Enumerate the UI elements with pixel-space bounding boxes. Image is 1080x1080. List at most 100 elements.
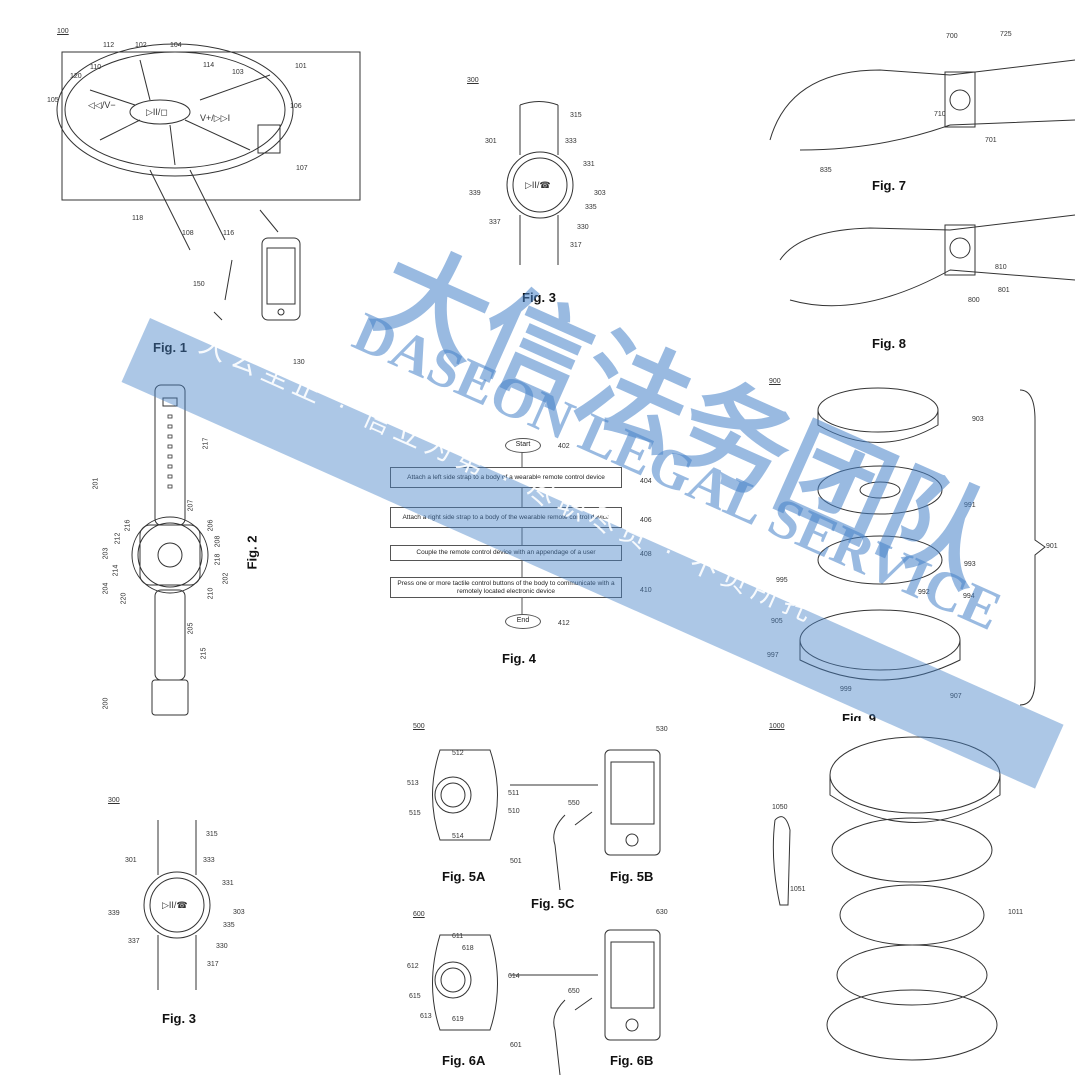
ref-label: 530 <box>656 726 668 733</box>
ref-label: 997 <box>767 652 779 659</box>
ref-label: 118 <box>132 215 144 222</box>
ref-label: 301 <box>485 138 497 145</box>
ref-label: 725 <box>1000 31 1012 38</box>
ref-label: 700 <box>946 33 958 40</box>
fig3-bottom-drawing <box>143 820 211 990</box>
ref-label: 106 <box>290 103 302 110</box>
ref-label: 201 <box>92 477 100 490</box>
ref-label: 905 <box>771 618 783 625</box>
ref-label: 105 <box>47 97 59 104</box>
ref-label: 208 <box>214 535 222 548</box>
ref-label: 303 <box>233 909 245 916</box>
ref-label: 108 <box>182 230 194 237</box>
fig2-ref: 200 <box>102 697 110 710</box>
fig1-caption: Fig. 1 <box>153 340 187 355</box>
play-call-label: ▷II/☎ <box>525 180 551 190</box>
fig5-fig6-drawings <box>432 749 661 1076</box>
ref-label: 331 <box>583 161 595 168</box>
fig5b-caption: Fig. 5B <box>610 869 654 884</box>
ref-label: 333 <box>565 138 577 145</box>
ref-label: 1050 <box>772 804 788 811</box>
ref-label: 130 <box>293 359 305 366</box>
ref-label: 339 <box>469 190 481 197</box>
fig6-ref: 600 <box>413 911 425 918</box>
fig1-ref: 100 <box>57 28 69 35</box>
flow-step: Couple the remote control device with an… <box>390 545 622 561</box>
fig3b-ref: 300 <box>108 797 120 804</box>
ref-label: 410 <box>640 587 652 594</box>
ref-label: 993 <box>964 561 976 568</box>
next-volume-button: V+/▷▷I <box>200 113 231 123</box>
ref-label: 101 <box>295 63 307 70</box>
ref-label: 615 <box>409 993 421 1000</box>
ref-label: 510 <box>508 808 520 815</box>
ref-label: 339 <box>108 910 120 917</box>
fig6b-caption: Fig. 6B <box>610 1053 654 1068</box>
ref-label: 999 <box>840 686 852 693</box>
ref-label: 612 <box>407 963 419 970</box>
ref-label: 303 <box>594 190 606 197</box>
ref-label: 335 <box>585 204 597 211</box>
prev-volume-button: ◁◁/V− <box>88 100 116 110</box>
ref-label: 333 <box>203 857 215 864</box>
ref-label: 331 <box>222 880 234 887</box>
ref-label: 514 <box>452 833 464 840</box>
fig3-caption: Fig. 3 <box>522 290 556 305</box>
ref-label: 511 <box>508 790 520 797</box>
ref-label: 614 <box>508 973 520 980</box>
fig7-caption: Fig. 7 <box>872 178 906 193</box>
play-pause-button: ▷II/◻ <box>146 107 168 117</box>
ref-label: 220 <box>120 592 128 605</box>
ref-label: 315 <box>570 112 582 119</box>
ref-label: 550 <box>568 800 580 807</box>
ref-label: 204 <box>102 582 110 595</box>
fig4-caption: Fig. 4 <box>502 651 536 666</box>
ref-label: 104 <box>170 42 182 49</box>
ref-label: 120 <box>70 73 82 80</box>
fig6a-caption: Fig. 6A <box>442 1053 486 1068</box>
flow-step: Press one or more tactile control button… <box>390 577 622 598</box>
ref-label: 301 <box>125 857 137 864</box>
ref-label: 335 <box>223 922 235 929</box>
ref-label: 406 <box>640 517 652 524</box>
ref-label: 991 <box>964 502 976 509</box>
ref-label: 102 <box>135 42 147 49</box>
ref-label: 112 <box>103 42 115 49</box>
ref-label: 216 <box>124 519 132 532</box>
ref-label: 214 <box>112 564 120 577</box>
ref-label: 994 <box>963 593 975 600</box>
ref-label: 810 <box>995 264 1007 271</box>
ref-label: 218 <box>214 553 222 566</box>
fig2-drawing <box>131 384 209 716</box>
ref-label: 801 <box>998 287 1010 294</box>
ref-label: 515 <box>409 810 421 817</box>
ref-label: 800 <box>968 297 980 304</box>
ref-label: 1011 <box>1008 909 1024 916</box>
ref-label: 513 <box>407 780 419 787</box>
ref-label: 330 <box>577 224 589 231</box>
ref-label: 512 <box>452 750 464 757</box>
flow-step: Attach a left side strap to a body of a … <box>390 467 622 488</box>
fig8-caption: Fig. 8 <box>872 336 906 351</box>
ref-label: 107 <box>296 165 308 172</box>
ref-label: 114 <box>203 62 215 69</box>
ref-label: 835 <box>820 167 832 174</box>
ref-label: 215 <box>200 647 208 660</box>
ref-label: 110 <box>90 64 102 71</box>
ref-label: 901 <box>1046 543 1058 550</box>
ref-label: 402 <box>558 443 570 450</box>
ref-label: 501 <box>510 858 522 865</box>
ref-label: 710 <box>934 111 946 118</box>
fig5c-caption: Fig. 5C <box>531 896 575 911</box>
fig2-caption: Fig. 2 <box>244 535 260 570</box>
ref-label: 408 <box>640 551 652 558</box>
ref-label: 337 <box>489 219 501 226</box>
ref-label: 907 <box>950 693 962 700</box>
ref-label: 630 <box>656 909 668 916</box>
fig9-caption-clip: Fig. 9 <box>842 710 876 721</box>
ref-label: 618 <box>462 945 474 952</box>
ref-label: 217 <box>202 437 210 450</box>
ref-label: 202 <box>222 572 230 585</box>
ref-label: 212 <box>114 532 122 545</box>
